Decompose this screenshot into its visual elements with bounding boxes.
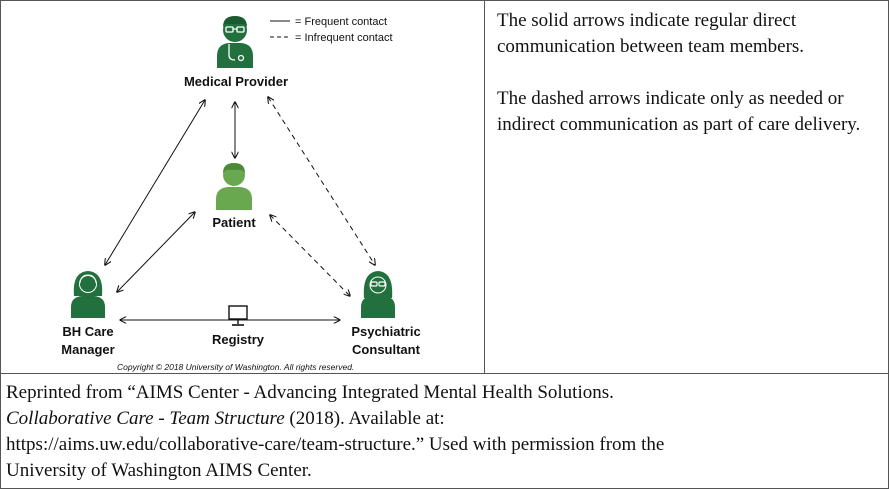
psychiatric-consultant-label-line1: Psychiatric	[351, 324, 420, 339]
citation-line-2: Collaborative Care - Team Structure (201…	[6, 406, 881, 432]
dashed-arrows-explanation: The dashed arrows indicate only as neede…	[497, 88, 861, 135]
citation-title: Collaborative Care - Team Structure	[6, 408, 285, 429]
legend-infrequent: = Infrequent contact	[295, 32, 393, 44]
arrow-provider-manager	[105, 100, 205, 265]
legend: = Frequent contact = Infrequent contact	[270, 16, 393, 44]
citation-line-4: University of Washington AIMS Center.	[6, 460, 312, 481]
team-structure-diagram: = Frequent contact = Infrequent contact …	[61, 16, 421, 372]
citation-line-2-rest: (2018). Available at:	[284, 408, 445, 429]
citation-line-3: https://aims.uw.edu/collaborative-care/t…	[6, 434, 665, 455]
divider-horizontal	[0, 373, 889, 374]
registry-label: Registry	[212, 332, 265, 347]
connection-arrows	[105, 97, 375, 320]
patient-label: Patient	[212, 215, 256, 230]
divider-vertical	[484, 0, 485, 373]
arrow-patient-consultant	[270, 215, 350, 296]
monitor-icon	[228, 305, 248, 326]
care-manager-icon	[71, 271, 105, 318]
doctor-icon	[217, 16, 253, 68]
psychiatric-consultant-label-line2: Consultant	[352, 342, 421, 357]
copyright-notice: Copyright © 2018 University of Washingto…	[117, 362, 354, 372]
arrow-patient-manager	[117, 212, 195, 292]
medical-provider-label: Medical Provider	[184, 74, 288, 89]
bh-care-manager-label-line1: BH Care	[62, 324, 113, 339]
legend-frequent: = Frequent contact	[295, 16, 387, 28]
citation: Reprinted from “AIMS Center - Advancing …	[6, 380, 881, 484]
solid-arrows-explanation: The solid arrows indicate regular direct…	[497, 10, 805, 57]
psychiatrist-icon	[361, 271, 395, 318]
citation-line-1: Reprinted from “AIMS Center - Advancing …	[6, 382, 614, 403]
patient-icon	[216, 163, 252, 210]
bh-care-manager-label-line2: Manager	[61, 342, 114, 357]
arrow-provider-consultant	[268, 97, 375, 265]
